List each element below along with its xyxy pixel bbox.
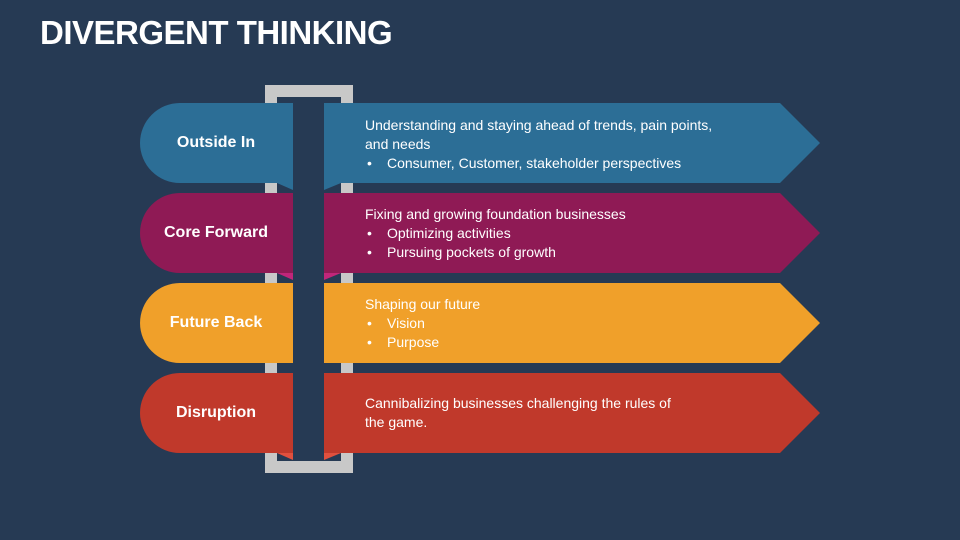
row-4-label: Disruption [176, 404, 256, 421]
row-2-wedge-right [324, 273, 341, 280]
row-1-description: Understanding and staying ahead of trend… [365, 116, 735, 173]
row-4-wedge [277, 453, 293, 460]
row-3-label: Future Back [169, 314, 263, 331]
row-1-label: Outside In [176, 134, 256, 151]
row-3-text: Shaping our future [365, 296, 481, 312]
row-1-label-shape [140, 103, 293, 183]
row-4-wedge-right [324, 453, 341, 460]
row-3-bullet-2: Purpose [365, 333, 745, 352]
row-1-wedge-right [324, 183, 341, 190]
row-2-description: Fixing and growing foundation businesses… [365, 205, 745, 262]
row-4-description: Cannibalizing businesses challenging the… [365, 394, 675, 432]
row-2-bullet-2: Pursuing pockets of growth [365, 243, 745, 262]
row-4-arrow-shape [324, 373, 820, 453]
row-1-bullet-1: Consumer, Customer, stakeholder perspect… [365, 154, 735, 173]
row-2-text: Fixing and growing foundation businesses [365, 206, 626, 222]
row-2-bullet-1: Optimizing activities [365, 224, 745, 243]
row-3-bullet-1: Vision [365, 314, 745, 333]
row-2-wedge [277, 273, 293, 280]
row-1-text: Understanding and staying ahead of trend… [365, 117, 713, 152]
row-3-description: Shaping our future Vision Purpose [365, 295, 745, 352]
row-4-text: Cannibalizing businesses challenging the… [365, 395, 671, 430]
page-title: DIVERGENT THINKING [40, 14, 393, 51]
row-2-label-shape [140, 193, 293, 273]
row-3-label-shape [140, 283, 293, 363]
row-2-label: Core Forward [163, 224, 268, 241]
row-1-wedge [277, 183, 293, 190]
row-4-label-shape [140, 373, 293, 453]
